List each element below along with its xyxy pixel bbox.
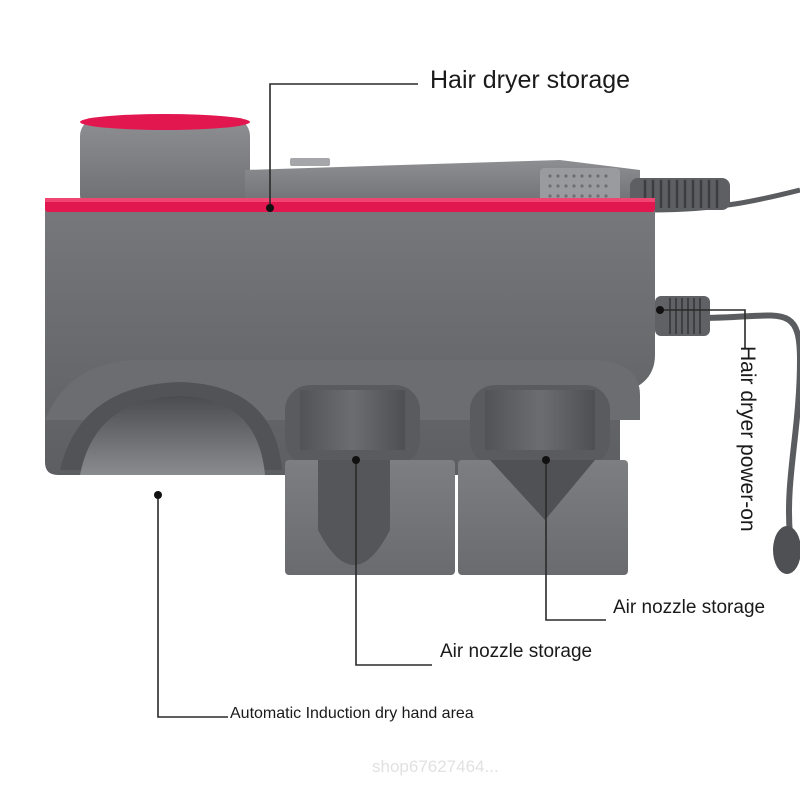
callout-lines [157,83,746,718]
watermark: shop67627464... [372,757,499,776]
dry-hand-bowl [60,382,282,475]
power-cable [649,187,800,574]
label-air-nozzle-storage-left: Air nozzle storage [440,641,593,662]
label-hair-dryer-power-on: Hair dryer power-on [736,346,759,532]
nozzle-cup-left [285,385,455,575]
label-hair-dryer-storage: Hair dryer storage [430,66,631,94]
label-dry-hand-area: Automatic Induction dry hand area [230,705,474,722]
nozzle-cup-right [458,385,628,575]
callout-dots [154,204,664,499]
label-air-nozzle-storage-right: Air nozzle storage [613,597,766,618]
